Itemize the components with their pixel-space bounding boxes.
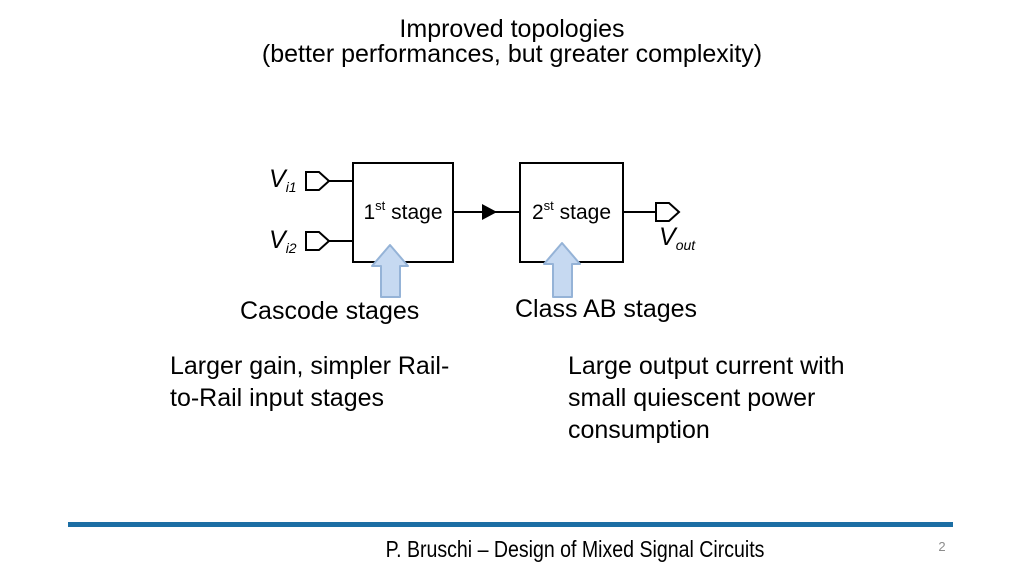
up-arrow1-icon [371, 244, 409, 298]
stage1-num: 1 [363, 200, 376, 224]
slide-title: Improved topologies (better performances… [0, 17, 1024, 67]
page-number: 2 [938, 539, 946, 554]
up-arrow2-icon [543, 242, 581, 298]
input2-label: Vi2 [269, 228, 297, 261]
input2-subscript: i2 [285, 240, 297, 256]
stage2-word: stage [553, 200, 612, 224]
input1-subscript: i1 [285, 179, 297, 195]
note-cascode-benefits: Larger gain, simpler Rail- to-Rail input… [170, 352, 450, 412]
stage2-ordinal-suffix: st [543, 198, 554, 213]
stage2-box [519, 162, 624, 263]
title-line-1: Improved topologies [399, 15, 625, 43]
input1-symbol: V [269, 165, 286, 193]
stage1-box [352, 162, 454, 263]
footer-divider-rule [68, 522, 953, 527]
footer-credit: P. Bruschi – Design of Mixed Signal Circ… [385, 536, 765, 562]
title-line-2: (better performances, but greater comple… [261, 40, 763, 68]
input-pin2-icon [305, 231, 331, 251]
stage1-word: stage [385, 200, 443, 224]
signal-arrowhead-icon [482, 204, 497, 220]
output-label: Vout [659, 225, 695, 258]
output-subscript: out [675, 237, 696, 253]
stage1-ordinal-suffix: st [375, 198, 386, 213]
input-pin1-icon [305, 171, 331, 191]
note-class-ab-benefits: Large output current with small quiescen… [568, 352, 845, 444]
output-symbol: V [659, 223, 676, 251]
input2-symbol: V [269, 226, 286, 254]
input1-label: Vi1 [269, 167, 297, 200]
stage2-num: 2 [531, 200, 544, 224]
output-pin-icon [655, 202, 681, 222]
caption-class-ab-stages: Class AB stages [515, 295, 698, 323]
caption-cascode-stages: Cascode stages [240, 297, 420, 325]
